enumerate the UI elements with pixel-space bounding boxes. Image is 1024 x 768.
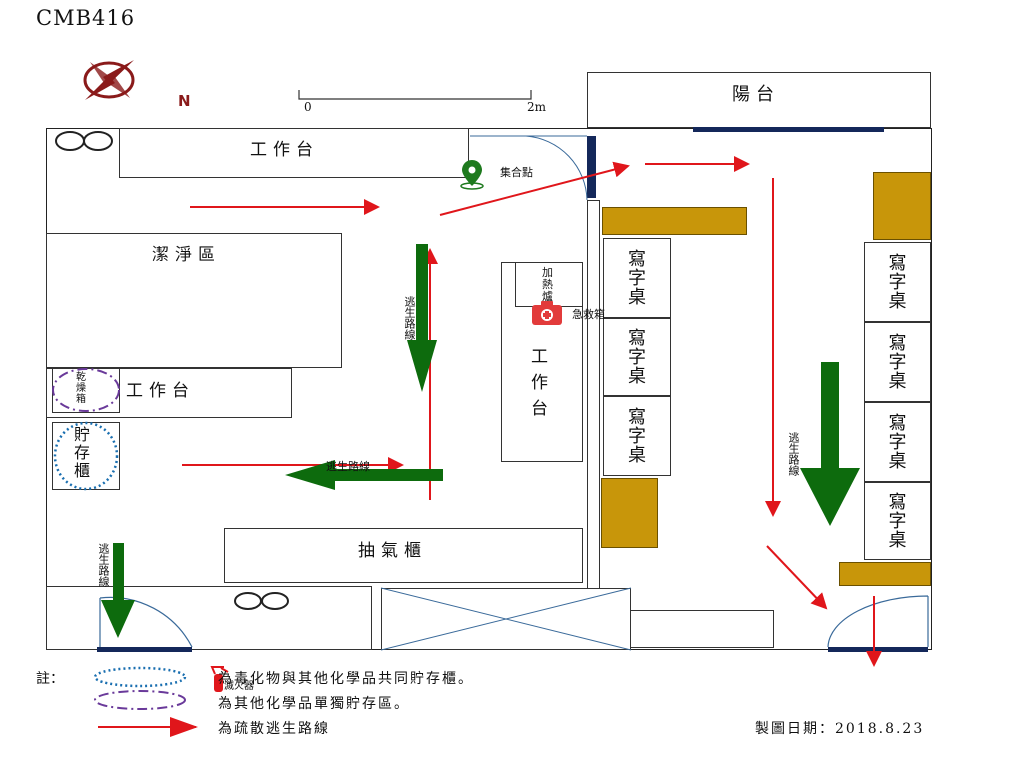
room-code: CMB416 bbox=[36, 6, 136, 30]
storage-cabinet-label: 貯 存 櫃 bbox=[74, 425, 91, 480]
escape-route-label: 逃生路線 bbox=[97, 543, 110, 587]
door-bar-balcony bbox=[693, 127, 884, 132]
balcony bbox=[587, 72, 931, 128]
workbench-mid-label: 工作台 bbox=[126, 381, 195, 401]
desk-label: 寫 字 桌 bbox=[888, 252, 907, 312]
scale-bar bbox=[298, 88, 534, 102]
workbench-center-label: 工 作 台 bbox=[531, 347, 548, 419]
clean-area-label: 潔淨區 bbox=[152, 245, 221, 265]
legend-item-shared-cabinet: 為毒化物與其他化學品共同貯存櫃。 bbox=[218, 671, 474, 687]
workbench-top-label: 工作台 bbox=[250, 140, 319, 160]
heater-label: 加 熱 爐 bbox=[542, 266, 553, 303]
door-bar-top bbox=[587, 136, 596, 198]
desk-right-3: 寫 字 桌 bbox=[864, 402, 931, 482]
desk-shelf-mid bbox=[601, 478, 658, 548]
desk-right-1: 寫 字 桌 bbox=[864, 242, 931, 322]
desk-left-2: 寫 字 桌 bbox=[603, 318, 671, 396]
clean-area bbox=[46, 233, 342, 368]
desk-label: 寫 字 桌 bbox=[628, 327, 646, 387]
storage-cabinet-oval bbox=[53, 421, 119, 491]
door-swing-bottom-right bbox=[827, 595, 929, 648]
legend-item-escape-route: 為疏散逃生路線 bbox=[218, 721, 330, 737]
fume-hood bbox=[224, 528, 583, 583]
assembly-point-label: 集合點 bbox=[500, 166, 533, 179]
compass-icon bbox=[82, 56, 164, 106]
fire-extinguisher-label: 滅火器 bbox=[224, 681, 254, 692]
route-arrow bbox=[439, 161, 630, 216]
route-arrow bbox=[766, 545, 828, 610]
scale-end-label: 2m bbox=[527, 100, 547, 114]
door-swing-top bbox=[470, 135, 588, 201]
desk-label: 寫 字 桌 bbox=[888, 332, 907, 392]
desk-label: 寫 字 桌 bbox=[888, 412, 907, 472]
desk-right-4: 寫 字 桌 bbox=[864, 482, 931, 560]
legend-blue-oval-icon bbox=[93, 666, 187, 688]
assembly-point-icon bbox=[460, 160, 484, 190]
heater bbox=[515, 262, 583, 307]
legend-purple-oval-icon bbox=[94, 690, 186, 710]
legend-title: 註： bbox=[36, 671, 64, 687]
drying-oven-oval bbox=[52, 368, 120, 412]
escape-arrow-icon bbox=[101, 543, 135, 638]
sink-icon bbox=[55, 131, 289, 610]
first-aid-kit-label: 急救箱 bbox=[572, 308, 605, 321]
legend-item-separate-area: 為其他化學品單獨貯存區。 bbox=[218, 696, 410, 712]
drying-oven-label: 乾 燥 箱 bbox=[76, 372, 86, 405]
desk-shelf-top bbox=[602, 207, 747, 235]
balcony-label: 陽台 bbox=[732, 84, 780, 105]
door-bar-bottom-right bbox=[828, 647, 928, 652]
desk-shelf-right-top bbox=[873, 172, 931, 240]
escape-arrow-icon bbox=[285, 460, 443, 490]
fume-hood-label: 抽氣櫃 bbox=[358, 541, 427, 561]
scale-start-label: 0 bbox=[304, 100, 312, 114]
compass-north-label: N bbox=[178, 92, 191, 110]
fire-extinguisher-icon bbox=[210, 666, 229, 692]
escape-route-label: 逃生路線 bbox=[787, 432, 800, 476]
hatch-cross bbox=[380, 587, 632, 651]
escape-arrow-icon bbox=[407, 244, 437, 392]
first-aid-kit-icon bbox=[532, 301, 562, 325]
desk-right-2: 寫 字 桌 bbox=[864, 322, 931, 402]
desk-shelf-right-bottom bbox=[839, 562, 931, 586]
desk-left-3: 寫 字 桌 bbox=[603, 396, 671, 476]
escape-arrow-icon bbox=[800, 362, 860, 526]
escape-route-label: 逃生路線 bbox=[326, 460, 370, 473]
escape-route-label: 逃生路線 bbox=[403, 296, 416, 340]
desk-label: 寫 字 桌 bbox=[628, 406, 646, 466]
drawing-date: 製圖日期：2018.8.23 bbox=[755, 721, 925, 737]
desk-label: 寫 字 桌 bbox=[888, 491, 907, 551]
bottom-right-counter bbox=[630, 610, 774, 648]
door-bar-bottom-left bbox=[97, 647, 192, 652]
desk-label: 寫 字 桌 bbox=[628, 248, 646, 308]
workbench-top bbox=[119, 128, 469, 178]
desk-left-1: 寫 字 桌 bbox=[603, 238, 671, 318]
